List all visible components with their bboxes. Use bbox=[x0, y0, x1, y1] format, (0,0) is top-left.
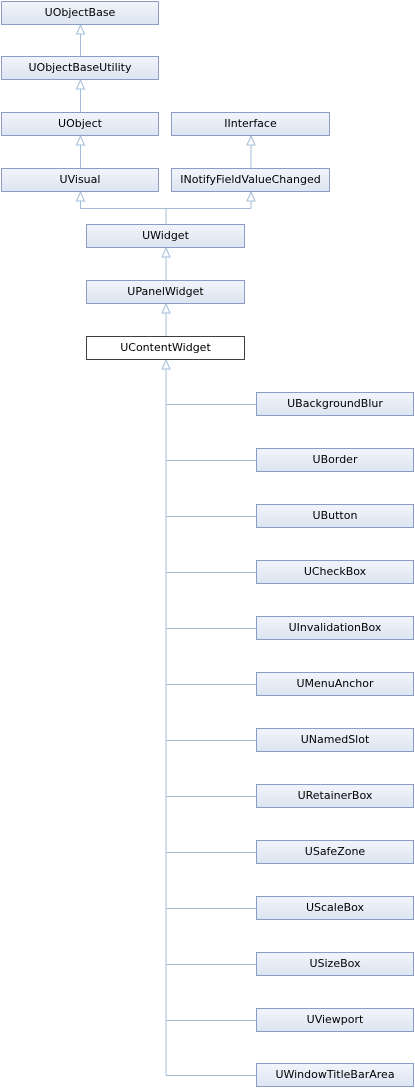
class-node-uinvalidationbox[interactable]: UInvalidationBox bbox=[256, 616, 414, 640]
class-node-uretainerbox[interactable]: URetainerBox bbox=[256, 784, 414, 808]
edge-children-arrow bbox=[161, 358, 171, 370]
class-node-uwindowtitlebararea[interactable]: UWindowTitleBarArea bbox=[256, 1063, 414, 1087]
class-node-uvisual[interactable]: UVisual bbox=[1, 168, 159, 192]
edge-uvisual-to-uobject-arrow bbox=[75, 134, 86, 146]
class-node-uobjectbaseutility[interactable]: UObjectBaseUtility bbox=[1, 56, 159, 80]
edge-uwidget-to-inotify-arrow bbox=[246, 190, 256, 202]
class-node-ubackgroundblur[interactable]: UBackgroundBlur bbox=[256, 392, 414, 416]
class-node-usizebox[interactable]: USizeBox bbox=[256, 952, 414, 976]
class-node-usafezone[interactable]: USafeZone bbox=[256, 840, 414, 864]
edge-uobject-to-uobjectbaseutility-arrow bbox=[75, 78, 86, 90]
edge-upanelwidget-to-uwidget-arrow bbox=[161, 246, 171, 258]
edge-uwidget-to-uvisual-arrow bbox=[75, 190, 86, 202]
class-node-inotifyfieldvaluechanged[interactable]: INotifyFieldValueChanged bbox=[171, 168, 330, 192]
class-node-ubutton[interactable]: UButton bbox=[256, 504, 414, 528]
edge-ucontentwidget-to-upanelwidget-arrow bbox=[161, 302, 171, 314]
class-node-uobject[interactable]: UObject bbox=[1, 112, 159, 136]
class-node-uborder[interactable]: UBorder bbox=[256, 448, 414, 472]
class-node-uviewport[interactable]: UViewport bbox=[256, 1008, 414, 1032]
class-node-ucontentwidget: UContentWidget bbox=[86, 336, 245, 360]
class-node-uwidget[interactable]: UWidget bbox=[86, 224, 245, 248]
class-node-uscalebox[interactable]: UScaleBox bbox=[256, 896, 414, 920]
edge-uobjectbaseutility-to-uobjectbase-arrow bbox=[75, 23, 86, 35]
class-node-upanelwidget[interactable]: UPanelWidget bbox=[86, 280, 245, 304]
edge-inotify-to-iinterface-arrow bbox=[246, 134, 256, 146]
class-node-iinterface[interactable]: IInterface bbox=[171, 112, 330, 136]
class-node-uobjectbase[interactable]: UObjectBase bbox=[1, 1, 159, 25]
class-node-ucheckbox[interactable]: UCheckBox bbox=[256, 560, 414, 584]
class-node-unamedslot[interactable]: UNamedSlot bbox=[256, 728, 414, 752]
class-node-umenuanchor[interactable]: UMenuAnchor bbox=[256, 672, 414, 696]
